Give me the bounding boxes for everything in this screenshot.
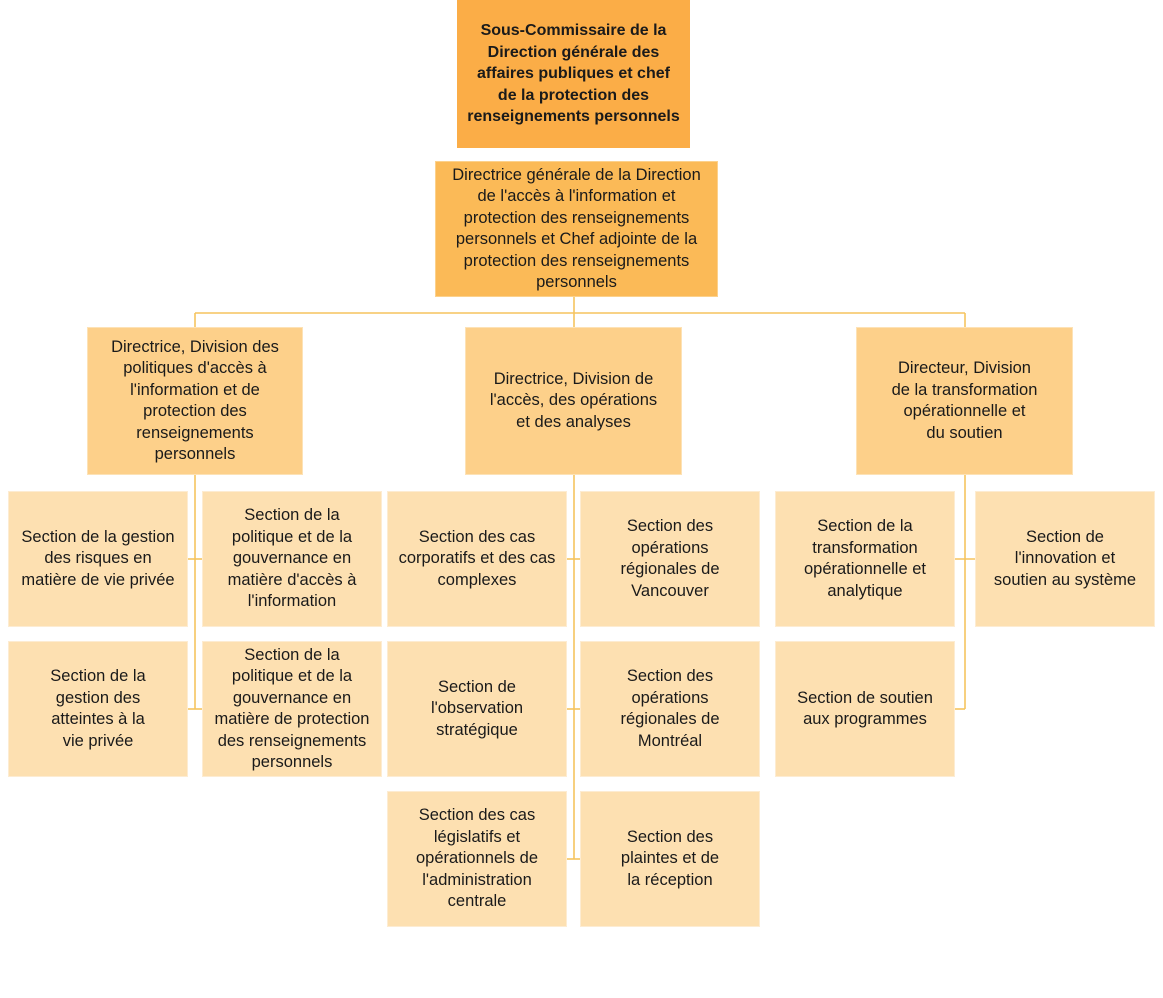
- division-access-operations-box: Directrice, Division de l'accès, des opé…: [465, 327, 682, 475]
- section-strategic-observation-box: Section de l'observation stratégique: [387, 641, 567, 777]
- section-privacy-breach-box: Section de la gestion des atteintes à la…: [8, 641, 188, 777]
- section-ops-vancouver-box: Section des opérations régionales de Van…: [580, 491, 760, 627]
- section-transformation-analytics-box: Section de la transformation opérationne…: [775, 491, 955, 627]
- section-innovation-box: Section de l'innovation et soutien au sy…: [975, 491, 1155, 627]
- section-program-support-box: Section de soutien aux programmes: [775, 641, 955, 777]
- director-general-box: Directrice générale de la Direction de l…: [436, 162, 717, 296]
- division-transformation-box: Directeur, Division de la transformation…: [856, 327, 1073, 475]
- division-policy-box: Directrice, Division des politiques d'ac…: [87, 327, 303, 475]
- assistant-commissioner-box: Sous-Commissaire de la Direction général…: [457, 0, 690, 148]
- section-legislative-cases-box: Section des cas législatifs et opération…: [387, 791, 567, 927]
- section-corporate-cases-box: Section des cas corporatifs et des cas c…: [387, 491, 567, 627]
- section-ops-montreal-box: Section des opérations régionales de Mon…: [580, 641, 760, 777]
- section-privacy-risk-box: Section de la gestion des risques en mat…: [8, 491, 188, 627]
- section-policy-atip-box: Section de la politique et de la gouvern…: [202, 491, 382, 627]
- section-policy-privacy-box: Section de la politique et de la gouvern…: [202, 641, 382, 777]
- section-complaints-box: Section des plaintes et de la réception: [580, 791, 760, 927]
